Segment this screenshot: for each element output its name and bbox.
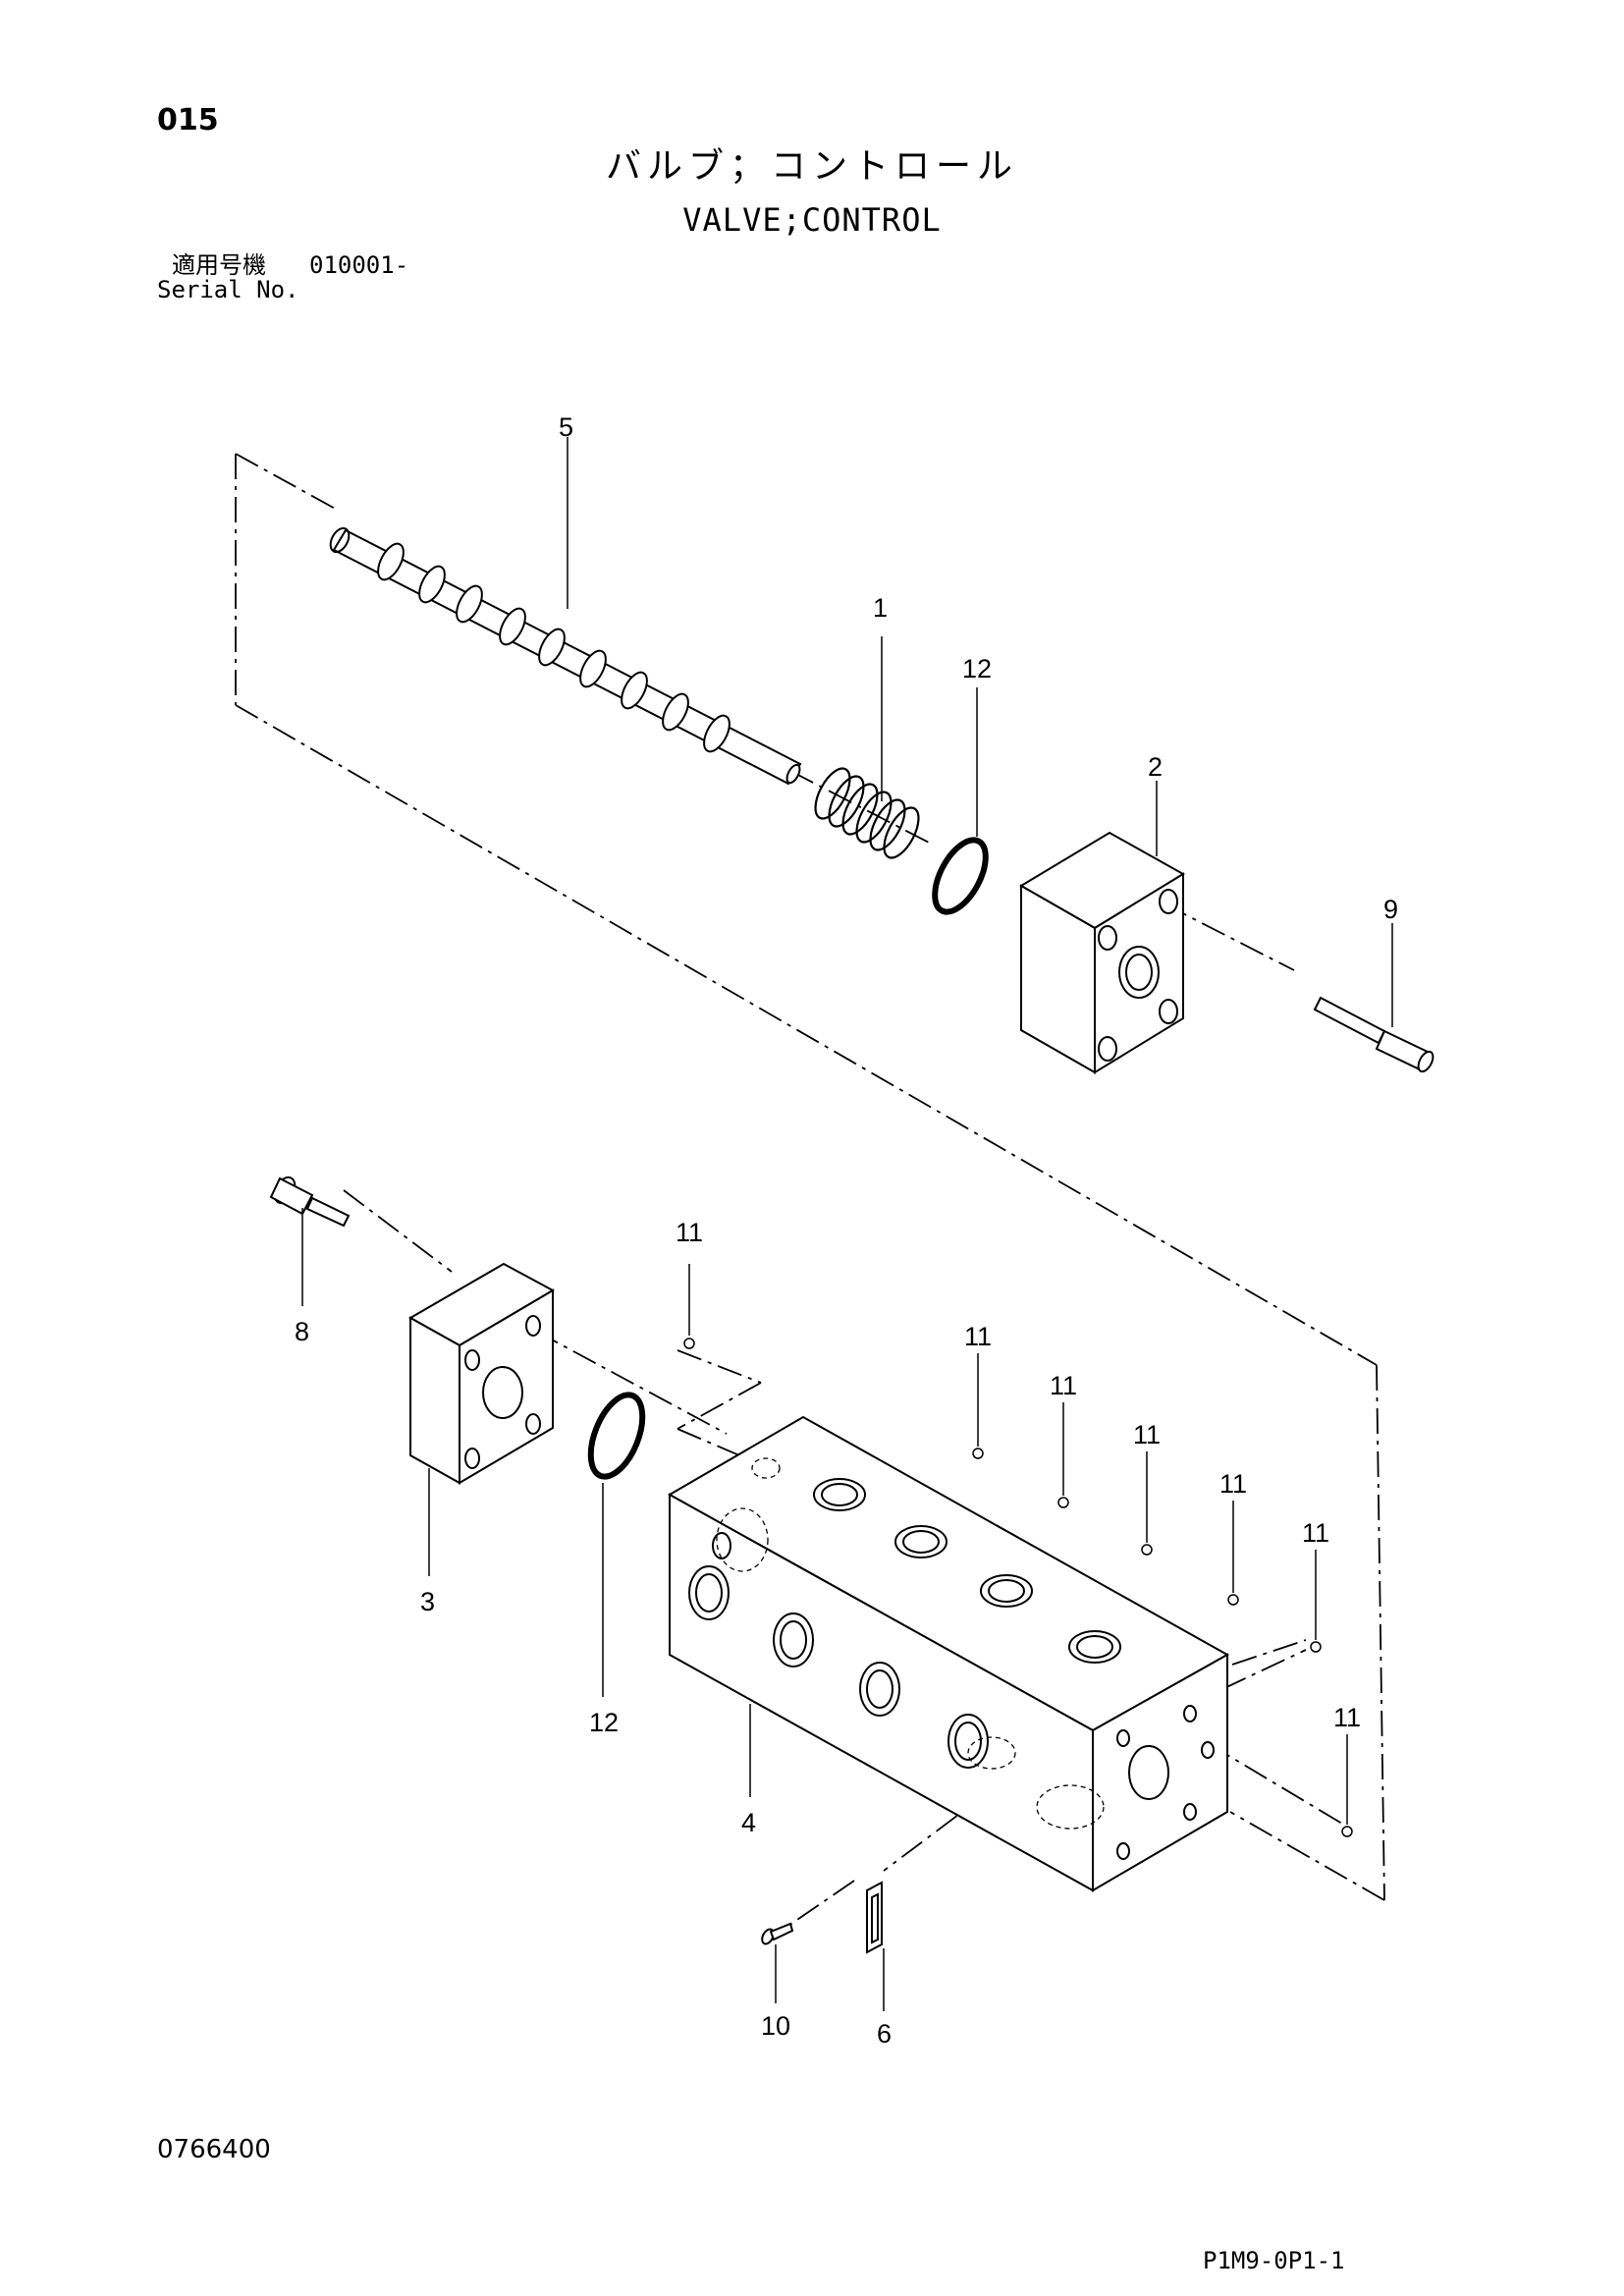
title-english: VALVE;CONTROL xyxy=(682,201,942,239)
callout-5: 5 xyxy=(559,412,573,442)
bolt-part-8 xyxy=(269,1175,351,1228)
callout-11-e: 11 xyxy=(1219,1469,1247,1499)
callout-11-d: 11 xyxy=(1133,1420,1161,1449)
serial-value: 010001- xyxy=(309,251,409,279)
leader-lines xyxy=(301,437,1393,2011)
callout-9: 9 xyxy=(1383,895,1398,924)
callout-11-b: 11 xyxy=(964,1322,992,1351)
sheet-code: P1M9-0P1-1 xyxy=(1203,2247,1345,2274)
title-japanese: バルブ；コントロール xyxy=(605,146,1018,187)
callout-2: 2 xyxy=(1148,752,1163,782)
serial-label-english: Serial No. xyxy=(157,276,299,303)
plug-markers-part-11 xyxy=(683,1338,1353,1837)
callout-11-a: 11 xyxy=(676,1218,703,1247)
cover-part-2 xyxy=(1019,831,1185,1074)
screw-part-10 xyxy=(761,1922,794,1945)
callout-3: 3 xyxy=(420,1587,435,1616)
callout-12-upper: 12 xyxy=(962,654,992,683)
callout-4: 4 xyxy=(741,1808,756,1837)
spool-part-5 xyxy=(329,526,802,786)
valve-body-hidden-lines xyxy=(716,1457,1105,1830)
callout-8: 8 xyxy=(295,1317,309,1346)
assembly-boundary xyxy=(235,453,1385,1936)
o-ring-part-12-lower xyxy=(587,1392,646,1480)
callout-6: 6 xyxy=(877,2019,892,2049)
callout-12-lower: 12 xyxy=(589,1708,619,1737)
callout-11-f: 11 xyxy=(1302,1518,1329,1548)
spring-part-1 xyxy=(814,767,920,859)
o-ring-part-12-upper xyxy=(932,837,989,915)
cover-part-3 xyxy=(407,1262,556,1485)
bolt-part-9 xyxy=(1313,996,1435,1073)
callout-11-c: 11 xyxy=(1050,1371,1077,1400)
callout-10: 10 xyxy=(761,2011,790,2041)
nameplate-part-6 xyxy=(866,1881,883,1954)
page-number: 015 xyxy=(157,103,219,137)
callout-11-g: 11 xyxy=(1333,1703,1361,1732)
serial-label-japanese: 適用号機 xyxy=(172,251,266,279)
valve-body-part-4 xyxy=(667,1415,1230,1892)
drawing-code: 0766400 xyxy=(157,2135,271,2164)
callout-1: 1 xyxy=(873,593,888,623)
